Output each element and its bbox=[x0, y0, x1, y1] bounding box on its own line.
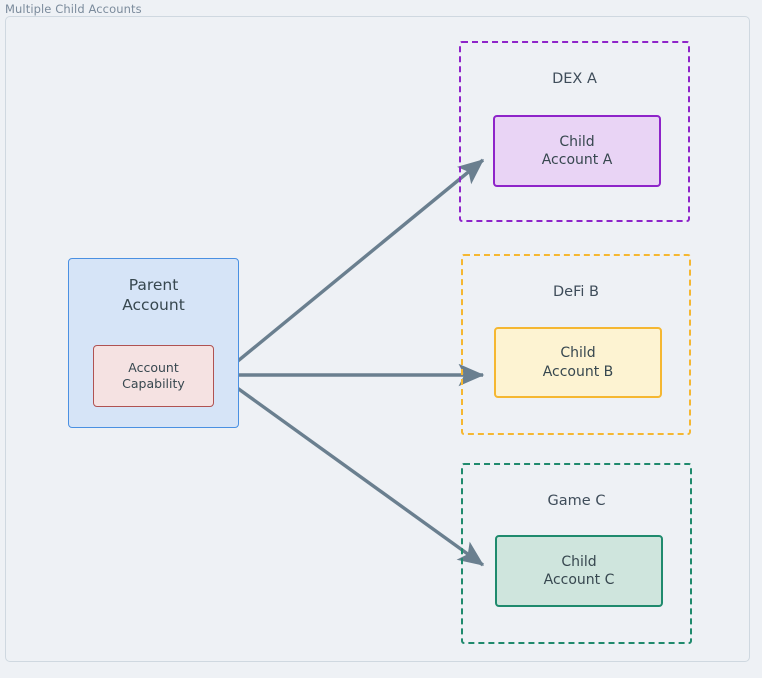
account-capability-label-line2: Capability bbox=[122, 376, 185, 391]
child-account-b-label-line1: Child bbox=[560, 345, 596, 362]
group-defi-b: DeFi B bbox=[461, 254, 691, 435]
group-game-c: Game C bbox=[461, 463, 692, 644]
parent-account-label-line1: Parent bbox=[128, 276, 179, 294]
node-child-account-a[interactable]: Child Account A bbox=[493, 115, 661, 187]
node-account-capability[interactable]: Account Capability bbox=[93, 345, 214, 407]
subgraph-title: Multiple Child Accounts bbox=[5, 2, 142, 16]
group-game-c-label: Game C bbox=[547, 493, 606, 509]
parent-account-label-line2: Account bbox=[122, 296, 185, 315]
child-account-c-label-line2: Account C bbox=[543, 572, 615, 588]
child-account-c-label-line1: Child bbox=[561, 553, 597, 570]
group-defi-b-label: DeFi B bbox=[553, 284, 599, 300]
child-account-a-label-line2: Account A bbox=[541, 152, 613, 168]
child-account-b-label-line2: Account B bbox=[542, 363, 614, 380]
group-dex-a-label: DEX A bbox=[552, 71, 597, 87]
group-dex-a: DEX A bbox=[459, 41, 690, 222]
account-capability-label-line1: Account bbox=[128, 359, 179, 375]
node-child-account-c[interactable]: Child Account C bbox=[495, 535, 663, 607]
node-child-account-b[interactable]: Child Account B bbox=[494, 327, 662, 398]
child-account-a-label-line1: Child bbox=[559, 133, 595, 150]
